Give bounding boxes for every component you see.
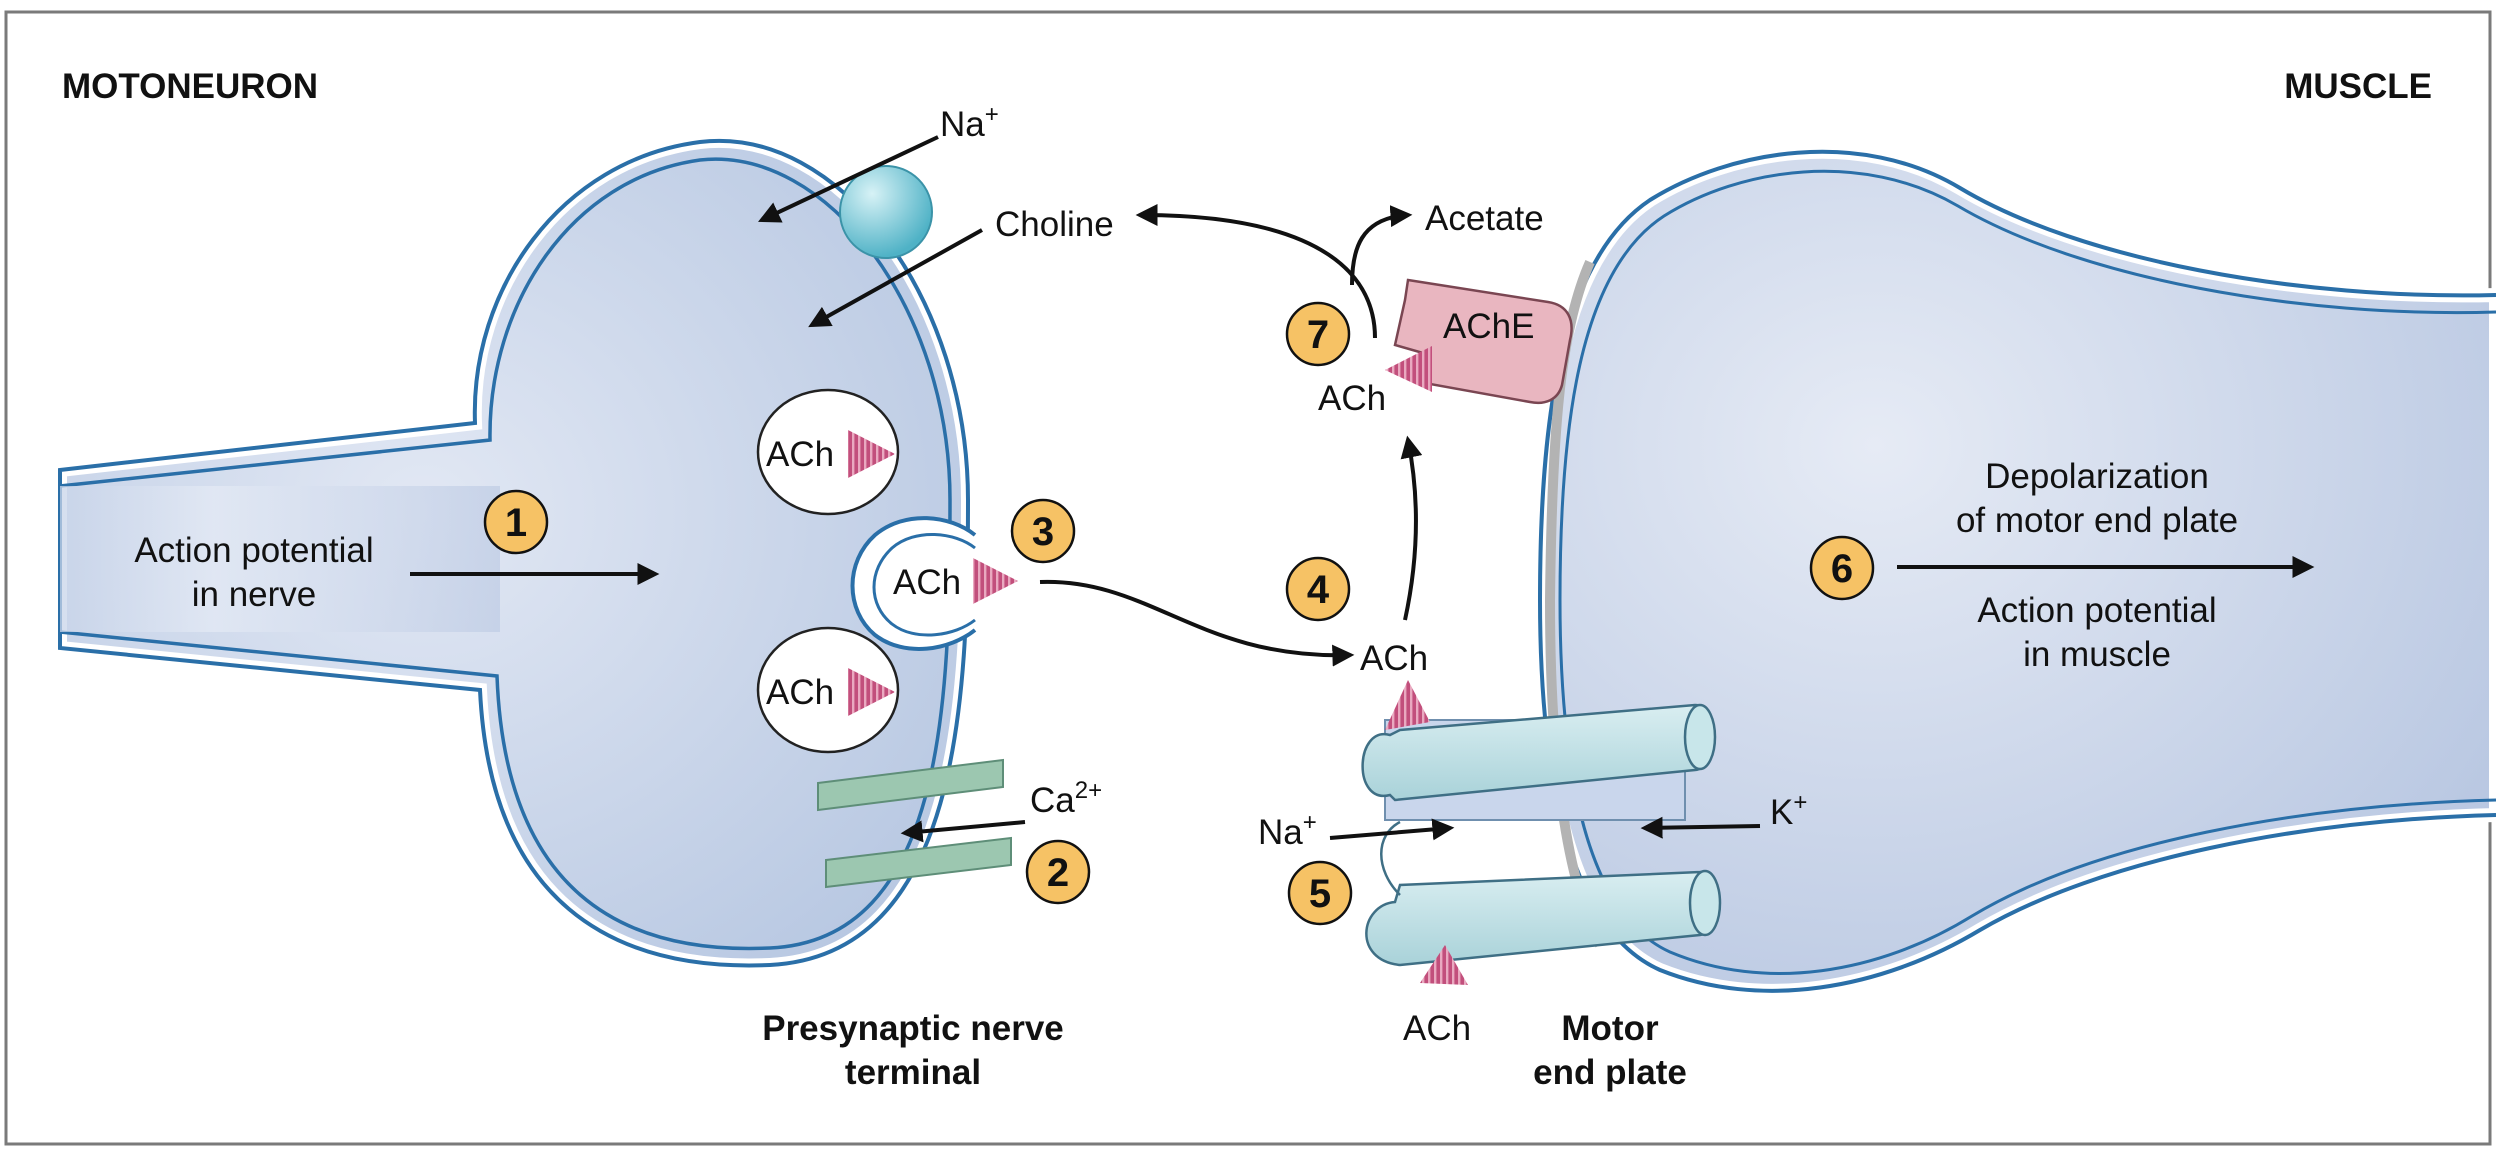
vesicle bbox=[756, 388, 900, 516]
ca-label: Ca2+ bbox=[1030, 777, 1102, 820]
step-6-number: 6 bbox=[1831, 547, 1853, 591]
step-7-circle bbox=[1285, 301, 1351, 367]
choline-label: Choline bbox=[995, 205, 1114, 244]
ach-label-receptor: ACh bbox=[1403, 1009, 1471, 1048]
step-markers: 1 2 3 4 5 6 7 bbox=[483, 301, 1875, 926]
step-5-circle bbox=[1287, 860, 1353, 926]
calcium-channel bbox=[817, 758, 1012, 889]
step-3-number: 3 bbox=[1032, 510, 1054, 554]
endplate-line1: Motor bbox=[1561, 1009, 1659, 1048]
presynaptic-line2: terminal bbox=[845, 1053, 981, 1092]
step-3-circle bbox=[1010, 498, 1076, 564]
ache-label: AChE bbox=[1443, 307, 1534, 346]
ach-molecules bbox=[848, 346, 1468, 985]
ach-receptor-channel bbox=[1361, 703, 1722, 967]
na-channel-label: Na+ bbox=[1258, 809, 1317, 852]
step-4-number: 4 bbox=[1307, 568, 1330, 612]
step-1-circle bbox=[483, 489, 549, 555]
depol-line1: Depolarization bbox=[1985, 457, 2209, 496]
muscle-header: MUSCLE bbox=[2284, 67, 2432, 106]
ach-label-step7: ACh bbox=[1318, 379, 1386, 418]
step-2-number: 2 bbox=[1047, 851, 1069, 895]
step-6-circle bbox=[1809, 535, 1875, 601]
step-1-number: 1 bbox=[505, 501, 527, 545]
action-nerve-line1: Action potential bbox=[134, 531, 373, 570]
vesicle bbox=[756, 626, 900, 754]
presynaptic-line1: Presynaptic nerve bbox=[762, 1009, 1064, 1048]
ach-label-released: ACh bbox=[893, 563, 961, 602]
action-muscle-line2: in muscle bbox=[2023, 635, 2171, 674]
na-top-label: Na+ bbox=[940, 101, 999, 144]
step-5-number: 5 bbox=[1309, 872, 1331, 916]
depol-line2: of motor end plate bbox=[1956, 501, 2238, 540]
muscle-cell-shape bbox=[1532, 144, 2496, 998]
arrows bbox=[410, 135, 2315, 843]
action-nerve-line2: in nerve bbox=[192, 575, 317, 614]
ach-label-cleft: ACh bbox=[1360, 639, 1428, 678]
ache-enzyme bbox=[1393, 278, 1573, 404]
endplate-line2: end plate bbox=[1533, 1053, 1687, 1092]
labels: Na+ Choline Acetate AChE ACh ACh ACh ACh… bbox=[134, 101, 2238, 1092]
choline-transporter bbox=[839, 165, 933, 259]
step-4-circle bbox=[1285, 556, 1351, 622]
step-7-number: 7 bbox=[1307, 313, 1329, 357]
k-channel-label: K+ bbox=[1770, 789, 1807, 832]
step-2-circle bbox=[1025, 839, 1091, 905]
vesicle-fusing bbox=[850, 516, 977, 651]
motoneuron-header: MOTONEURON bbox=[62, 67, 318, 106]
action-muscle-line1: Action potential bbox=[1977, 591, 2216, 630]
ach-label-vesicle-bottom: ACh bbox=[766, 673, 834, 712]
acetate-label: Acetate bbox=[1425, 199, 1544, 238]
ach-label-vesicle-top: ACh bbox=[766, 435, 834, 474]
